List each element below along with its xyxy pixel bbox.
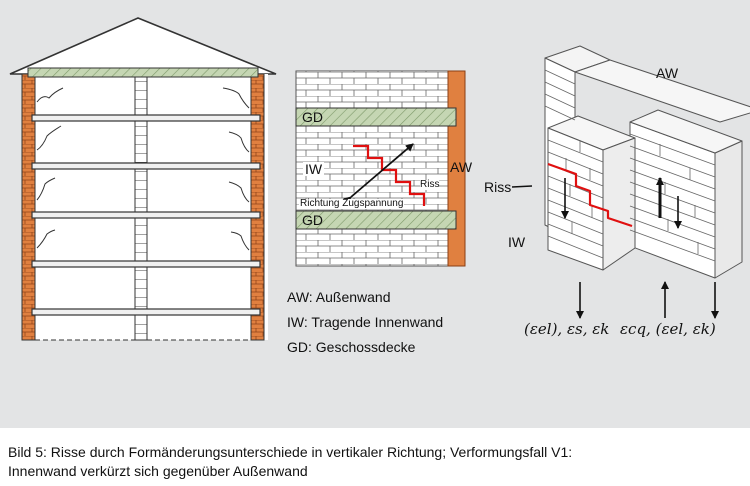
strain-right: εcq, (εel, εk) [620, 320, 716, 338]
masonry-3d [544, 45, 750, 279]
floor-slab-top [295, 107, 457, 127]
label-iw-wall: IW [303, 161, 325, 177]
aw-end-face [714, 140, 743, 279]
label-aw-wall: AW [450, 159, 473, 175]
label-riss-small: Riss [420, 179, 440, 190]
roof [9, 17, 277, 75]
building-cracks [36, 87, 250, 251]
figure-caption: Bild 5: Risse durch Formänderungsuntersc… [8, 443, 744, 481]
aw-top-face [629, 109, 743, 154]
caption-line-1: Bild 5: Risse durch Formänderungsuntersc… [8, 444, 573, 460]
legend-iw: IW: Tragende Innenwand [287, 314, 444, 330]
legend-aw: AW: Außenwand [287, 289, 391, 305]
slab-1 [31, 114, 261, 122]
slab-roof [27, 67, 259, 78]
outer-wall-right [250, 73, 265, 341]
strain-arrows [511, 177, 719, 319]
label-gd-top: GD [302, 109, 323, 125]
legend-gd: GD: Geschossdecke [287, 339, 416, 355]
iw-end-face [602, 137, 636, 271]
label-iw-3d: IW [508, 234, 526, 250]
slab-5 [31, 308, 261, 316]
tension-arrow [343, 143, 414, 205]
slab-2 [31, 162, 261, 170]
slab-4 [31, 260, 261, 268]
label-riss-3d: Riss [484, 179, 512, 195]
strain-left: (εel), εs, εk [524, 320, 610, 338]
illustration-svg [9, 17, 750, 341]
inner-wall [134, 73, 148, 341]
slab-3 [31, 211, 261, 219]
building-section [9, 17, 277, 341]
corner-crack [547, 162, 633, 228]
label-aw-3d: AW [656, 65, 679, 81]
label-direction: Richtung Zugspannung [299, 198, 405, 209]
back-wall-top [574, 59, 750, 123]
floor-slab-bottom [295, 210, 457, 230]
caption-line-2: Innenwand verkürzt sich gegenüber Außenw… [8, 463, 308, 479]
outer-wall-left [21, 73, 36, 341]
label-gd-bottom: GD [302, 212, 323, 228]
